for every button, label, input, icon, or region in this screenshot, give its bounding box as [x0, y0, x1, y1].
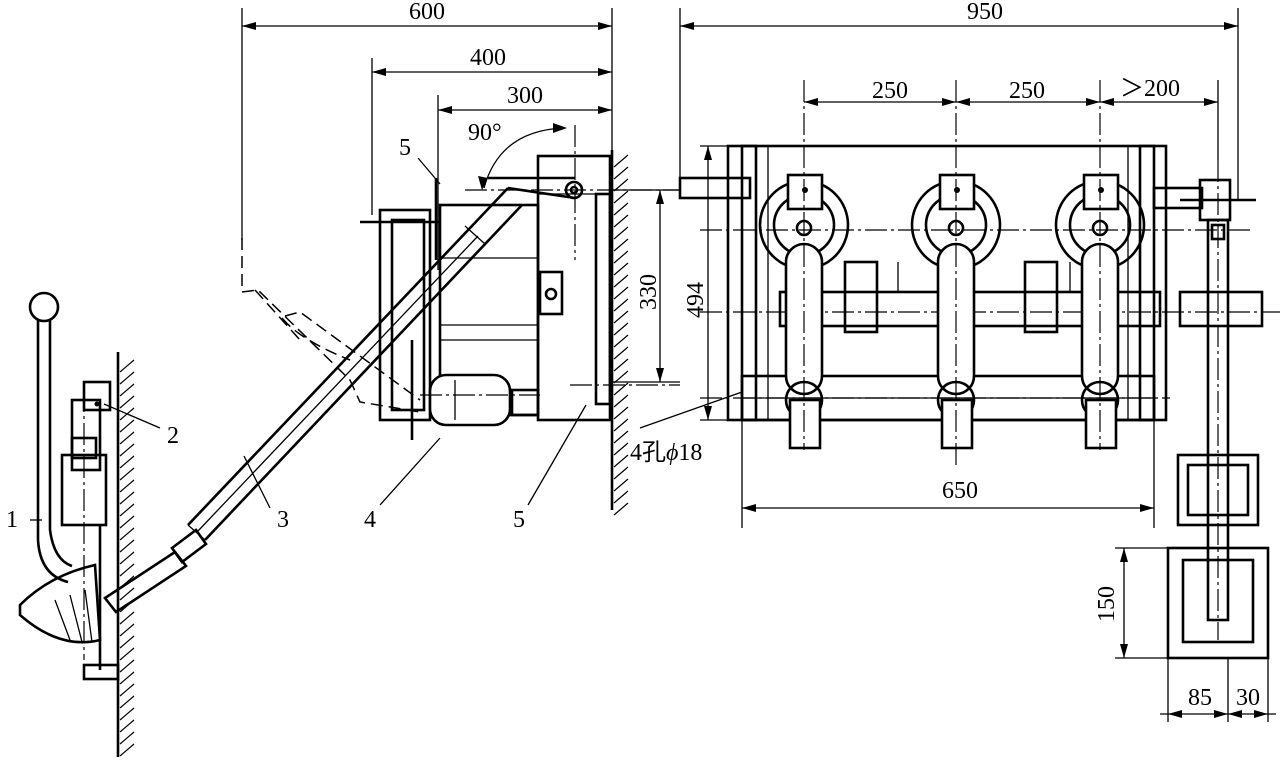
wall-hatch-line [613, 262, 629, 276]
wall-hatch-line [119, 527, 135, 541]
label-part-3: 3 [277, 507, 289, 533]
wall-hatch-line [119, 467, 135, 481]
dim-950: 950 [967, 0, 1003, 25]
wall-hatch-line [613, 154, 629, 168]
wall-hatch-line [119, 431, 135, 445]
label-part-5-top: 5 [399, 135, 411, 161]
wall-hatch-line [119, 539, 135, 553]
dim-30: 30 [1236, 685, 1260, 711]
wall-hatch-line [613, 346, 629, 360]
vertical-rod-assembly [1166, 160, 1270, 660]
switch-front-view [678, 80, 1280, 465]
wall-hatch-line [119, 491, 135, 505]
wall-hatch-line [613, 478, 629, 492]
wall-hatch-line [613, 418, 629, 432]
pole-1 [758, 80, 850, 450]
wall-hatch-line [119, 719, 135, 733]
dim-gt-200: ＞200 [1120, 76, 1180, 102]
wall-hatch-line [119, 587, 135, 601]
wall-hatch-line [119, 743, 135, 757]
wall-hatch-line [613, 502, 629, 516]
wall-hatch-line [613, 430, 629, 444]
wall-hatch-line [119, 503, 135, 517]
wall-hatch-line [613, 250, 629, 264]
wall-hatch-line [613, 274, 629, 288]
wall-hatch-line [119, 395, 135, 409]
wall-hatch-line [119, 515, 135, 529]
wall-hatch-line [119, 443, 135, 457]
wall-hatch-line [613, 214, 629, 228]
wall-hatch-line [613, 382, 629, 396]
label-part-2: 2 [167, 423, 179, 449]
wall-hatch-line [613, 454, 629, 468]
side-dimensions [241, 8, 680, 383]
wall-hatch-line [613, 298, 629, 312]
front-dimensions [679, 8, 1276, 722]
wall-hatch-line [613, 466, 629, 480]
wall-hatch-line [613, 322, 629, 336]
label-part-4: 4 [364, 507, 376, 533]
wall-hatch-line [613, 358, 629, 372]
operating-handle [18, 291, 120, 681]
wall-hatch-line [119, 479, 135, 493]
pole-2 [910, 80, 1002, 465]
dim-250-right: 250 [1009, 78, 1045, 104]
wall-hatch-line [119, 707, 135, 721]
wall-hatch-line [119, 563, 135, 577]
dim-85: 85 [1188, 685, 1212, 711]
wall-hatch-line [613, 334, 629, 348]
wall-hatch-line [119, 611, 135, 625]
middle-wall [610, 150, 629, 516]
wall-hatch-line [613, 406, 629, 420]
dim-400: 400 [470, 45, 506, 71]
wall-hatch-line [119, 419, 135, 433]
wall-hatch-line [613, 370, 629, 384]
dim-330: 330 [636, 274, 662, 310]
part-labels: 1 2 3 4 5 5 4孔ϕ18 [6, 135, 702, 533]
dim-600: 600 [409, 0, 445, 25]
wall-hatch-line [613, 286, 629, 300]
wall-hatch-line [613, 190, 629, 204]
wall-hatch-line [119, 455, 135, 469]
wall-hatch-line [613, 178, 629, 192]
wall-hatch-line [613, 490, 629, 504]
wall-hatch-line [119, 623, 135, 637]
wall-hatch-line [613, 238, 629, 252]
wall-hatch-line [119, 683, 135, 697]
left-wall [116, 352, 135, 757]
dim-angle: 90° [468, 120, 502, 146]
holes-size: 18 [678, 440, 702, 466]
wall-hatch-line [119, 671, 135, 685]
wall-hatch-line [613, 226, 629, 240]
wall-hatch-line [119, 731, 135, 745]
wall-hatch-line [119, 551, 135, 565]
wall-hatch-line [613, 310, 629, 324]
label-part-5-bottom: 5 [513, 507, 525, 533]
dim-494: 494 [683, 282, 709, 318]
wall-hatch-line [119, 647, 135, 661]
dim-250-left: 250 [872, 78, 908, 104]
dim-300: 300 [507, 83, 543, 109]
dim-150: 150 [1094, 586, 1120, 622]
pole-3 [1054, 80, 1146, 450]
wall-hatch-line [613, 394, 629, 408]
wall-hatch-line [613, 442, 629, 456]
wall-hatch-line [119, 659, 135, 673]
wall-hatch-line [119, 371, 135, 385]
leader-lines [30, 157, 743, 521]
dim-650: 650 [942, 478, 978, 504]
holes-prefix: 4孔 [630, 440, 666, 466]
holes-phi: ϕ [666, 440, 678, 466]
wall-hatch-line [119, 383, 135, 397]
dimension-texts: 600 400 300 90° 330 950 250 250 ＞200 494… [409, 0, 1260, 711]
label-holes: 4孔ϕ18 [630, 440, 702, 466]
wall-hatch-line [119, 695, 135, 709]
switch-side-view [360, 125, 680, 440]
wall-hatch-line [119, 635, 135, 649]
wall-hatch-line [613, 202, 629, 216]
wall-hatch-line [613, 166, 629, 180]
wall-hatch-line [119, 359, 135, 373]
label-part-1: 1 [6, 507, 18, 533]
